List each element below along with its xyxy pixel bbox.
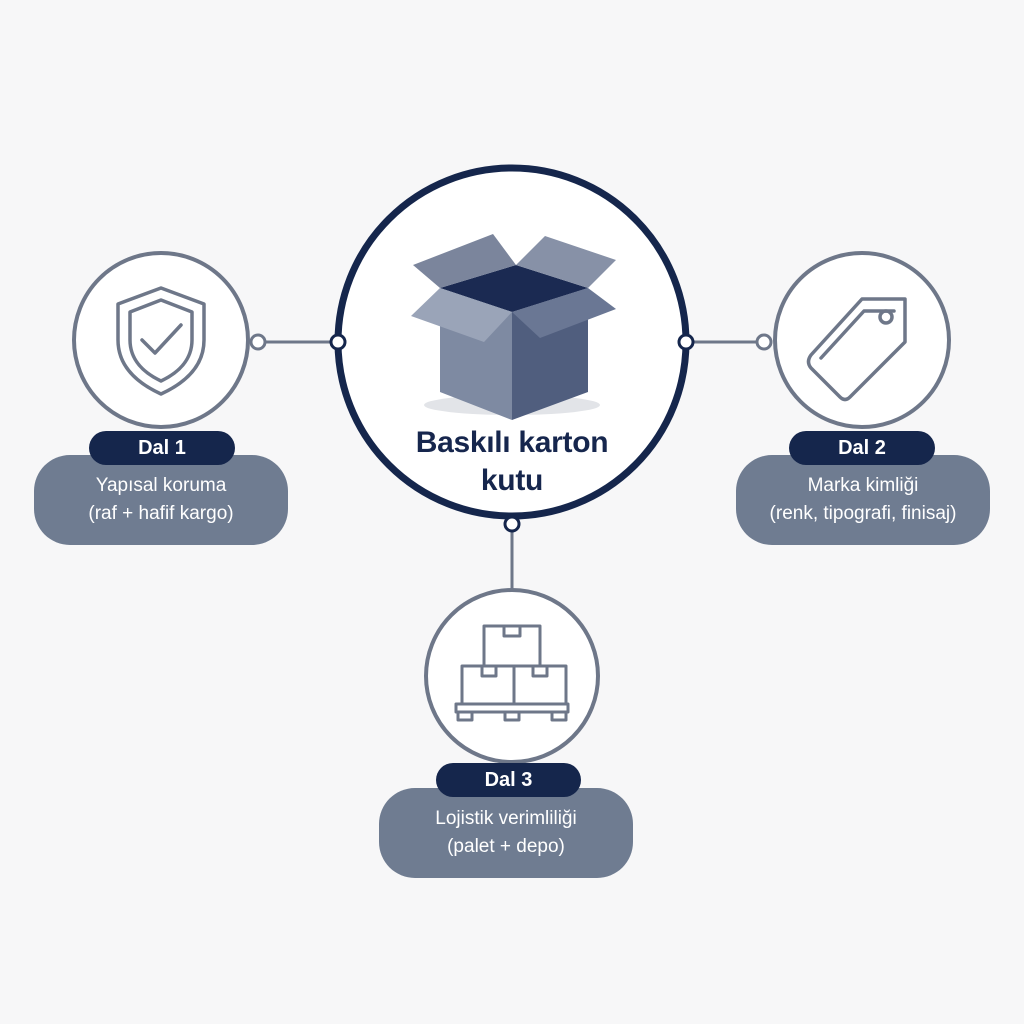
branch-2-tag: Dal 2 — [789, 431, 935, 465]
connector-dot — [755, 333, 773, 351]
branch-3-line-2: (palet + depo) — [447, 836, 565, 857]
pallet-boxes-icon — [454, 624, 570, 722]
connector-dot — [329, 333, 347, 351]
branch-1-circle — [72, 251, 250, 429]
branch-3-circle — [424, 588, 600, 764]
branch-1-line-1: Yapısal koruma — [95, 475, 227, 496]
branch-1-card: Yapısal koruma (raf + hafif kargo) — [34, 455, 288, 545]
connector-dot — [249, 333, 267, 351]
branch-2-line-1: Marka kimliği — [807, 475, 919, 496]
open-box-icon — [411, 234, 616, 420]
branch-3-card: Lojistik verimliliği (palet + depo) — [379, 788, 633, 878]
connector-dot — [503, 515, 521, 533]
tag-icon — [806, 297, 907, 402]
branch-1-tag: Dal 1 — [89, 431, 235, 465]
center-title-line-1: Baskılı karton — [415, 426, 609, 459]
branch-3-tag: Dal 3 — [436, 763, 581, 797]
branch-2-line-2: (renk, tipografi, finisaj) — [769, 503, 957, 524]
center-title-line-2: kutu — [480, 464, 544, 497]
connector-dot — [677, 333, 695, 351]
branch-3-line-1: Lojistik verimliliği — [435, 808, 577, 829]
branch-2-card: Marka kimliği (renk, tipografi, finisaj) — [736, 455, 990, 545]
branch-1-line-2: (raf + hafif kargo) — [88, 503, 234, 524]
shield-check-icon — [116, 286, 206, 396]
center-node-title: Baskılı karton kutu — [382, 424, 642, 500]
branch-2-circle — [773, 251, 951, 429]
